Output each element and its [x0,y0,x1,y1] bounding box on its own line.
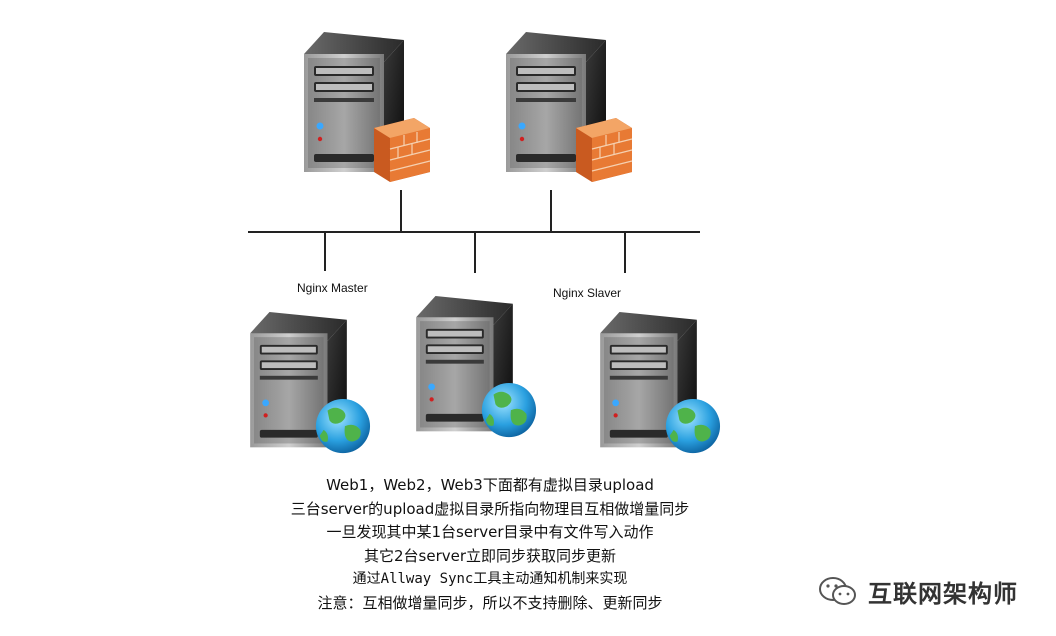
nginx-master-server [304,32,431,182]
globe-icon [481,383,537,438]
globe-icon [665,399,721,454]
nginx-master-label: Nginx Master [297,281,368,295]
firewall-icon [576,118,633,182]
globe-icon [315,399,371,454]
caption-line-2: 三台server的upload虚拟目录所指向物理目互相做增量同步 [290,499,690,518]
web1-server [250,312,371,454]
caption-line-3: 一旦发现其中某1台server目录中有文件写入动作 [326,523,654,541]
wechat-icon [819,576,856,605]
firewall-icon [374,118,431,182]
caption-line-6: 注意：互相做增量同步，所以不支持删除、更新同步 [317,593,663,612]
watermark: 互联网架构师 [818,574,1018,609]
caption-line-5: 通过Allway Sync工具主动通知机制来实现 [352,571,628,587]
web2-link-line [474,231,476,273]
nginx-slaver-server [506,32,633,182]
slaver-drop-line [550,190,552,232]
web2-server [416,296,537,438]
caption-line-1: Web1，Web2，Web3下面都有虚拟目录upload [326,476,654,494]
caption-line-4: 其它2台server立即同步获取同步更新 [363,546,617,565]
master-drop-line [400,190,402,232]
description-text: Web1，Web2，Web3下面都有虚拟目录upload 三台server的up… [190,474,790,615]
web1-link-line [324,231,326,271]
web3-link-line [624,231,626,273]
nginx-slaver-label: Nginx Slaver [553,286,622,300]
watermark-text: 互联网架构师 [868,580,1018,608]
web3-server [600,312,721,454]
